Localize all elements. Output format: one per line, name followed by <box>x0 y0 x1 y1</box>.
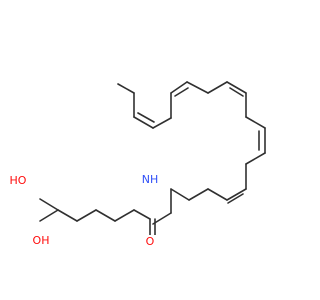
bond-skeleton <box>39 81 266 237</box>
svg-text:HO: HO <box>10 174 27 187</box>
carbonyl-oxygen-label: O <box>143 235 157 249</box>
molecule-structure: HO OH NH O <box>8 81 266 249</box>
hydroxyl-top-label: HO <box>8 174 28 188</box>
amide-nitrogen-label: NH <box>141 172 159 188</box>
svg-text:OH: OH <box>33 234 50 247</box>
svg-text:NH: NH <box>142 173 159 186</box>
svg-text:O: O <box>146 235 155 248</box>
hydroxyl-bottom-label: OH <box>31 234 51 248</box>
